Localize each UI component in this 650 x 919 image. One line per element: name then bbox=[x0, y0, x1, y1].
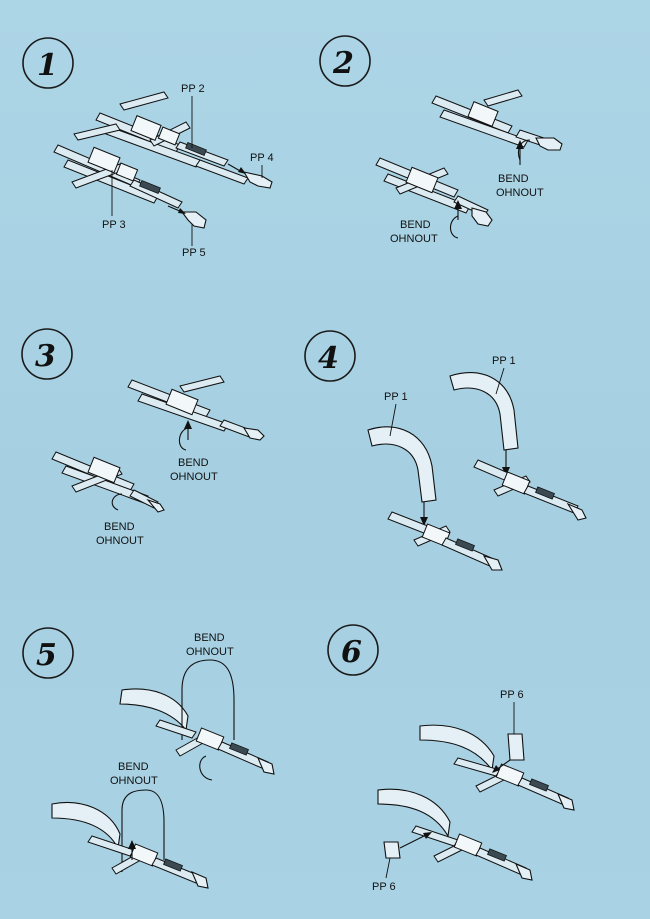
bend-arrow bbox=[181, 659, 235, 740]
part-pp6 bbox=[383, 841, 401, 859]
part-pad bbox=[51, 801, 121, 850]
step-6-badge bbox=[327, 624, 379, 676]
label-pp5: PP 5 bbox=[182, 247, 206, 259]
step-1: 1 bbox=[22, 37, 274, 259]
label-pp4: PP 4 bbox=[250, 152, 274, 164]
label-ohnout: OHNOUT bbox=[496, 187, 544, 199]
belt-assembly bbox=[473, 459, 587, 521]
label-pp3: PP 3 bbox=[102, 219, 126, 231]
belt-set-upper bbox=[431, 89, 563, 151]
belt-set-lower bbox=[53, 123, 183, 209]
label-bend: BEND bbox=[498, 173, 529, 185]
step-6-number: 6 bbox=[341, 635, 362, 670]
belt-set-upper bbox=[127, 375, 265, 441]
label-bend: BEND bbox=[400, 219, 431, 231]
step-5-number: 5 bbox=[36, 638, 57, 673]
bend-arrow bbox=[121, 789, 165, 872]
label-bend: BEND bbox=[178, 457, 209, 469]
part-pad bbox=[377, 788, 451, 838]
label-ohnout: OHNOUT bbox=[170, 471, 218, 483]
step-5: 5 BEND OHNOUT BEND OHNOUT bbox=[22, 627, 275, 889]
step-1-number: 1 bbox=[37, 48, 58, 83]
label-pp1: PP 1 bbox=[384, 391, 408, 403]
label-ohnout: OHNOUT bbox=[390, 233, 438, 245]
part-pp6 bbox=[507, 733, 525, 761]
part-pp4 bbox=[242, 171, 273, 189]
step-3: 3 BEND OHNOUT BEND OHNOUT bbox=[21, 328, 265, 547]
label-pp6: PP 6 bbox=[372, 881, 396, 893]
part-pad bbox=[119, 688, 189, 732]
step-4: 4 PP 1 PP 1 bbox=[304, 330, 587, 571]
label-ohnout: OHNOUT bbox=[96, 535, 144, 547]
label-pp6: PP 6 bbox=[500, 689, 524, 701]
belt-set-lower bbox=[51, 451, 165, 513]
label-bend: BEND bbox=[194, 632, 225, 644]
step-4-badge bbox=[304, 330, 356, 382]
step-4-number: 4 bbox=[318, 341, 339, 376]
label-bend: BEND bbox=[118, 761, 149, 773]
part-pp5 bbox=[180, 211, 207, 229]
part-pp1 bbox=[367, 426, 437, 503]
belt-assembly bbox=[155, 719, 275, 775]
belt-set-lower bbox=[375, 157, 493, 227]
step-1-badge bbox=[22, 37, 74, 89]
belt-assembly bbox=[87, 835, 209, 889]
part-pp1 bbox=[449, 372, 519, 451]
label-bend: BEND bbox=[104, 521, 135, 533]
step-2-number: 2 bbox=[332, 46, 354, 81]
step-3-number: 3 bbox=[35, 339, 56, 374]
step-2: 2 BEND OHNOUT BEND OHNOUT bbox=[319, 35, 563, 245]
belt-assembly bbox=[387, 511, 503, 571]
label-ohnout: OHNOUT bbox=[186, 646, 234, 658]
label-ohnout: OHNOUT bbox=[110, 775, 158, 787]
belt-assembly bbox=[411, 825, 533, 881]
step-6: 6 PP 6 PP 6 bbox=[327, 624, 575, 893]
belt-assembly bbox=[453, 757, 575, 811]
bend-arrow bbox=[178, 427, 189, 451]
label-pp2: PP 2 bbox=[181, 83, 205, 95]
step-2-badge bbox=[319, 35, 371, 87]
bend-arrow bbox=[111, 493, 123, 511]
step-5-badge bbox=[22, 627, 74, 679]
bend-arrow bbox=[449, 215, 459, 239]
label-pp1: PP 1 bbox=[492, 355, 516, 367]
step-3-badge bbox=[21, 328, 73, 380]
